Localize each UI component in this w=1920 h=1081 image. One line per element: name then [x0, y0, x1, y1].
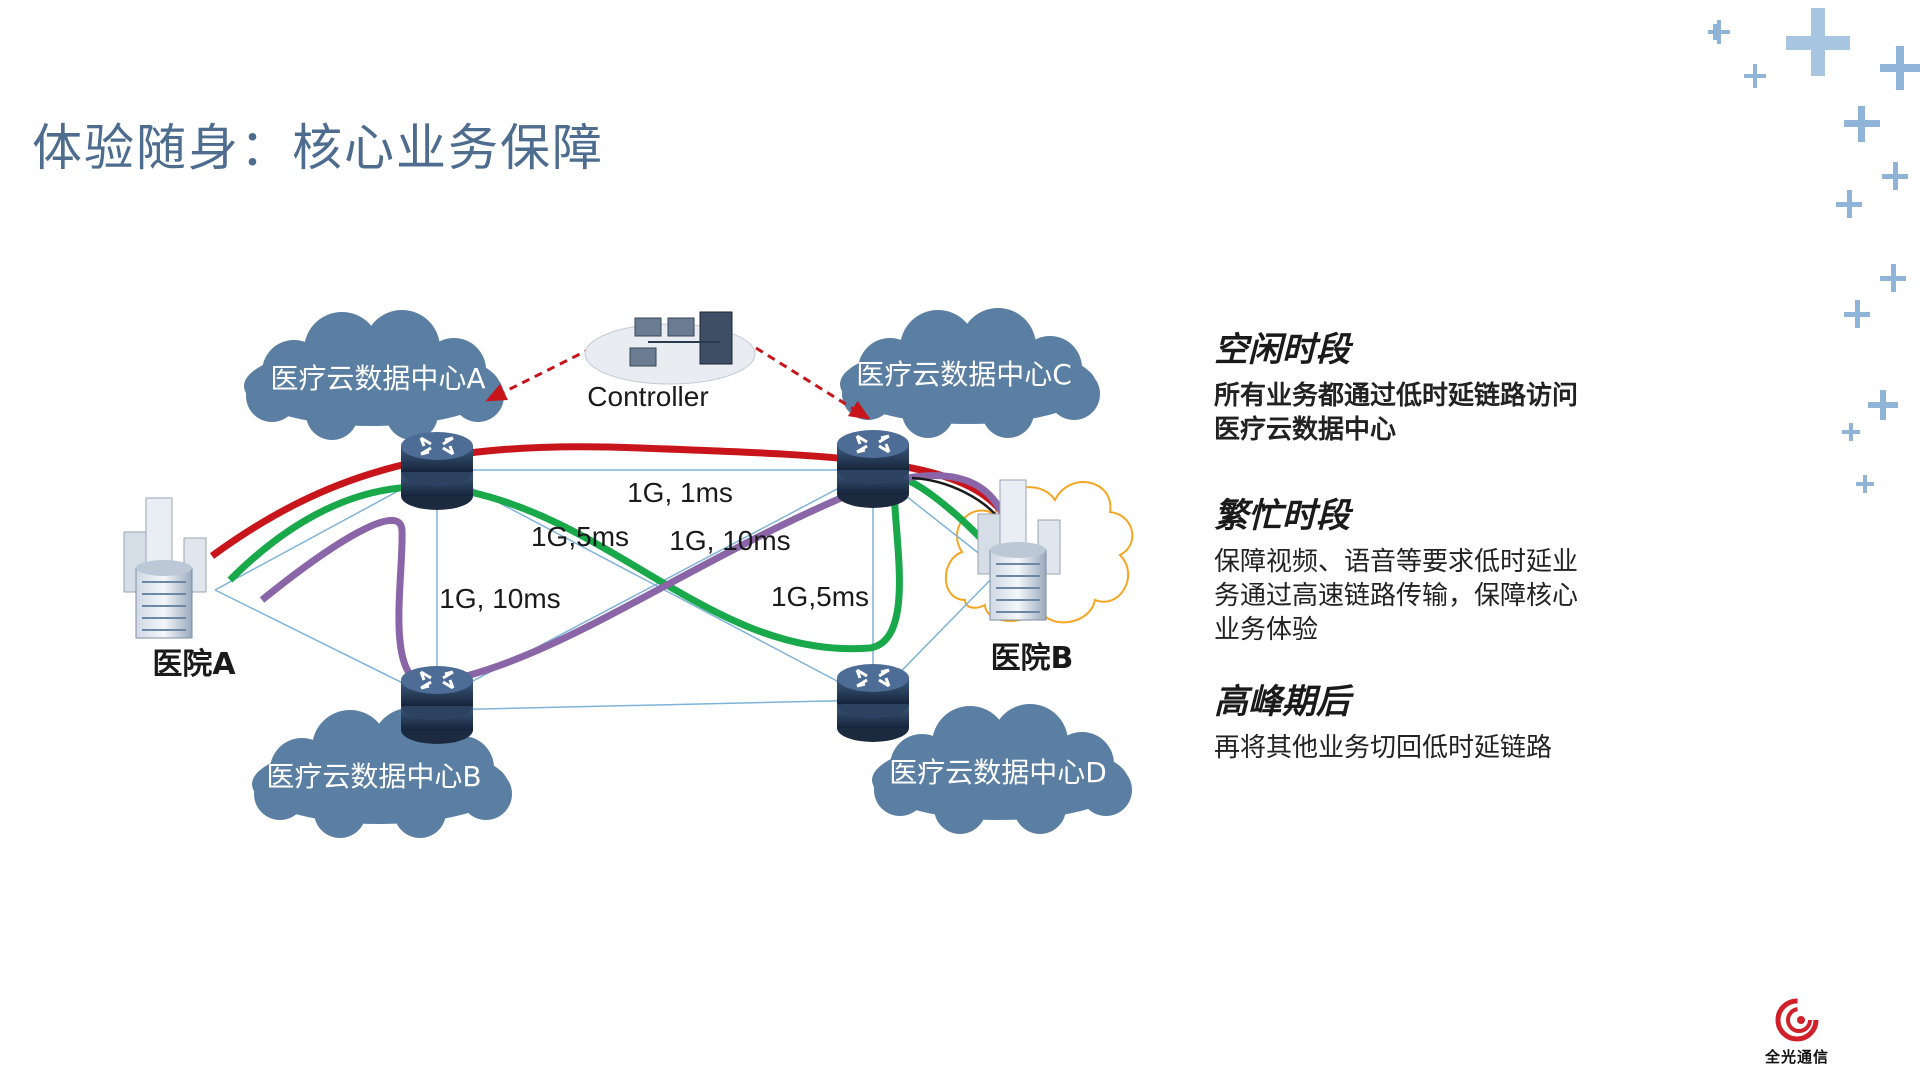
note-after: 高峰期后 再将其他业务切回低时延链路	[1214, 674, 1552, 765]
link-label-a-d: 1G,5ms	[531, 521, 629, 552]
dc-a-label: 医疗云数据中心A	[270, 362, 485, 395]
router-d-icon	[835, 662, 911, 744]
decorative-plus-icons	[1708, 8, 1920, 493]
link-label-a-c: 1G, 1ms	[627, 477, 733, 508]
link-label-a-b: 1G, 10ms	[439, 583, 560, 614]
hospital-a-label: 医院A	[152, 647, 236, 682]
link-label-b-c: 1G, 10ms	[669, 525, 790, 556]
router-b-icon	[399, 664, 475, 746]
router-a-icon	[399, 430, 475, 512]
logo-text: 全光通信	[1764, 1048, 1829, 1066]
hospital-a-icon	[123, 497, 207, 639]
page-title: 体验随身：核心业务保障	[32, 119, 604, 177]
controller-label: Controller	[587, 381, 708, 412]
note-idle-body: 所有业务都通过低时延链路访问 医疗云数据中心	[1214, 381, 1579, 445]
dc-d-label: 医疗云数据中心D	[889, 756, 1107, 789]
link-label-c-d: 1G,5ms	[771, 581, 869, 612]
note-idle: 空闲时段 所有业务都通过低时延链路访问 医疗云数据中心	[1214, 322, 1578, 447]
controller-arrow-a	[485, 346, 593, 402]
logo-swirl-icon	[1775, 998, 1819, 1042]
company-logo: 全光通信	[1762, 998, 1832, 1067]
hospital-b-label: 医院B	[991, 641, 1074, 676]
note-busy: 繁忙时段 保障视频、语音等要求低时延业 务通过高速链路传输，保障核心 业务体验	[1214, 488, 1634, 647]
dc-c-label: 医疗云数据中心C	[856, 358, 1072, 391]
note-busy-body: 保障视频、语音等要求低时延业 务通过高速链路传输，保障核心 业务体验	[1214, 547, 1579, 645]
dc-b-label: 医疗云数据中心B	[266, 760, 481, 793]
note-idle-heading: 空闲时段	[1214, 330, 1350, 370]
note-busy-heading: 繁忙时段	[1214, 496, 1350, 536]
controller-icon	[584, 311, 756, 385]
note-after-body: 再将其他业务切回低时延链路	[1214, 733, 1553, 763]
note-after-heading: 高峰期后	[1214, 682, 1350, 722]
router-c-icon	[835, 428, 911, 510]
